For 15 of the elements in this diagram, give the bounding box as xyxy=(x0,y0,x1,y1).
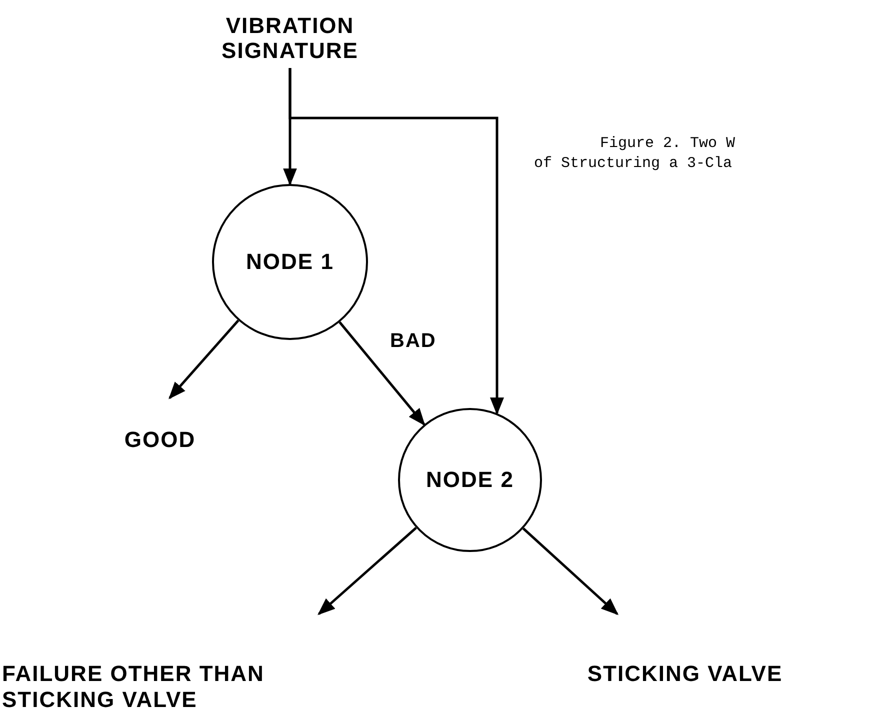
node-label: FAILURE OTHER THAN STICKING VALVE xyxy=(2,661,266,712)
arrow xyxy=(338,321,426,426)
node-label: NODE 2 xyxy=(426,467,514,493)
arrow xyxy=(318,526,417,616)
caption-text: of Structuring a 3-Cla xyxy=(534,155,732,172)
decision-node-circle xyxy=(212,184,368,340)
arrow xyxy=(522,528,619,616)
arrow xyxy=(288,68,504,415)
caption-text: Figure 2. Two W xyxy=(600,135,736,152)
node-label: GOOD xyxy=(124,426,196,452)
arrow xyxy=(168,320,240,400)
node-label: NODE 1 xyxy=(246,249,334,275)
node-label: STICKING VALVE xyxy=(587,660,783,686)
decision-node-circle xyxy=(398,408,542,552)
node-label: VIBRATION SIGNATURE xyxy=(220,12,360,64)
